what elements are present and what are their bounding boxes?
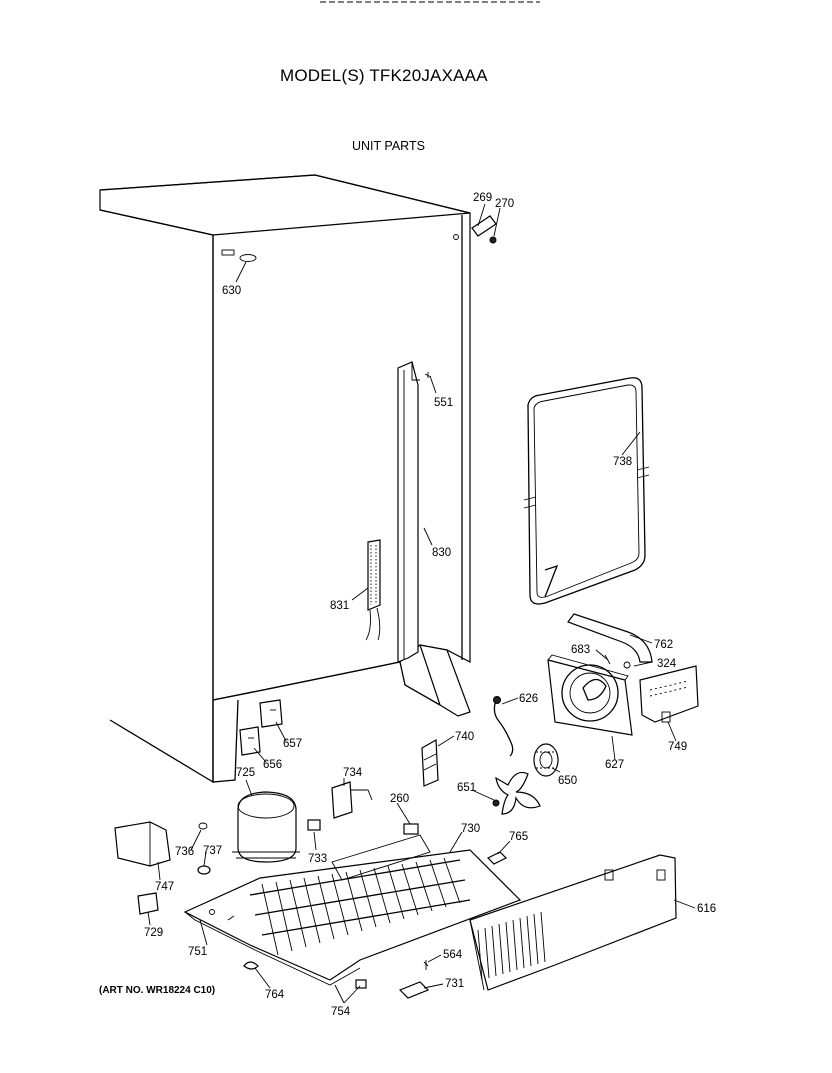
grille-slat [505, 921, 511, 973]
part-729-drawing [137, 892, 159, 915]
part-label-683: 683 [571, 644, 590, 656]
coil-tube [429, 859, 447, 908]
part-label-754: 754 [331, 1006, 351, 1018]
grille-slat [519, 917, 525, 969]
part-label-751: 751 [188, 946, 207, 958]
part-label-731: 731 [445, 978, 464, 990]
part-label-738: 738 [613, 456, 632, 468]
part-label-651: 651 [457, 782, 476, 794]
grille-slat [526, 915, 532, 967]
coil-tube [303, 877, 321, 944]
part-label-650: 650 [558, 775, 577, 787]
coil-tube [359, 869, 377, 928]
section-title: UNIT PARTS [352, 139, 425, 153]
part-label-831: 831 [330, 600, 349, 612]
grille-slat [512, 919, 518, 971]
part-765-drawing [486, 851, 508, 865]
coil-tube [275, 881, 293, 952]
part-label-270: 270 [495, 198, 514, 210]
part-label-551: 551 [434, 397, 453, 409]
part-label-729: 729 [144, 927, 163, 939]
art-number: (ART NO. WR18224 C10) [99, 985, 216, 996]
part-label-736: 736 [175, 846, 194, 858]
part-label-657: 657 [283, 738, 302, 750]
grille-slat [477, 929, 483, 981]
part-762-drawing [567, 613, 653, 669]
part-626-drawing [493, 696, 514, 757]
coil-tube [387, 865, 405, 920]
leader-lines [147, 203, 696, 1004]
coil-tube [331, 873, 349, 936]
part-749-drawing [639, 665, 699, 723]
part-label-269: 269 [473, 192, 492, 204]
part-label-260: 260 [390, 793, 409, 805]
part-label-725: 725 [236, 767, 255, 779]
part-651-drawing [492, 771, 541, 815]
part-657-656-drawing [239, 699, 283, 756]
part-725-drawing [232, 791, 300, 863]
part-label-740: 740 [455, 731, 474, 743]
model-title: MODEL(S) TFK20JAXAAA [280, 66, 488, 85]
part-labels: 269 270 630 551 738 830 831 762 683 324 … [144, 192, 716, 1018]
coil-tube [317, 875, 335, 940]
part-label-626: 626 [519, 693, 538, 705]
grille-slat [491, 925, 497, 977]
part-751-730-drawing [183, 834, 522, 986]
part-747-drawing [114, 821, 171, 867]
coil-tube [261, 883, 279, 956]
part-label-737: 737 [203, 845, 222, 857]
coil-tube [289, 879, 307, 948]
part-734-drawing [331, 781, 373, 819]
grille-slat [540, 911, 546, 963]
part-label-733: 733 [308, 853, 327, 865]
cabinet-drawing [99, 174, 471, 784]
part-label-630: 630 [222, 285, 241, 297]
part-650-drawing [533, 743, 559, 777]
part-616-drawing [469, 854, 677, 991]
grille-slat [484, 927, 490, 979]
part-label-324: 324 [657, 658, 677, 670]
part-label-764: 764 [265, 989, 285, 1001]
part-269-270-drawing [471, 215, 497, 244]
small-parts-drawing [197, 819, 419, 875]
part-740-drawing [421, 738, 439, 787]
part-label-564: 564 [443, 949, 463, 961]
part-label-762: 762 [654, 639, 673, 651]
part-label-627: 627 [605, 759, 624, 771]
part-label-747: 747 [155, 881, 174, 893]
part-label-734: 734 [343, 767, 363, 779]
part-label-765: 765 [509, 831, 528, 843]
part-label-656: 656 [263, 759, 282, 771]
grille-slat [533, 913, 539, 965]
part-label-616: 616 [697, 903, 716, 915]
coil-tube [345, 871, 363, 932]
part-738-drawing [523, 377, 650, 605]
coil-tube [443, 857, 461, 904]
part-627-drawing [547, 654, 633, 736]
part-label-730: 730 [461, 823, 480, 835]
misc-fasteners-drawing [243, 960, 430, 999]
grille-slat [498, 923, 504, 975]
part-label-830: 830 [432, 547, 451, 559]
part-label-749: 749 [668, 741, 687, 753]
